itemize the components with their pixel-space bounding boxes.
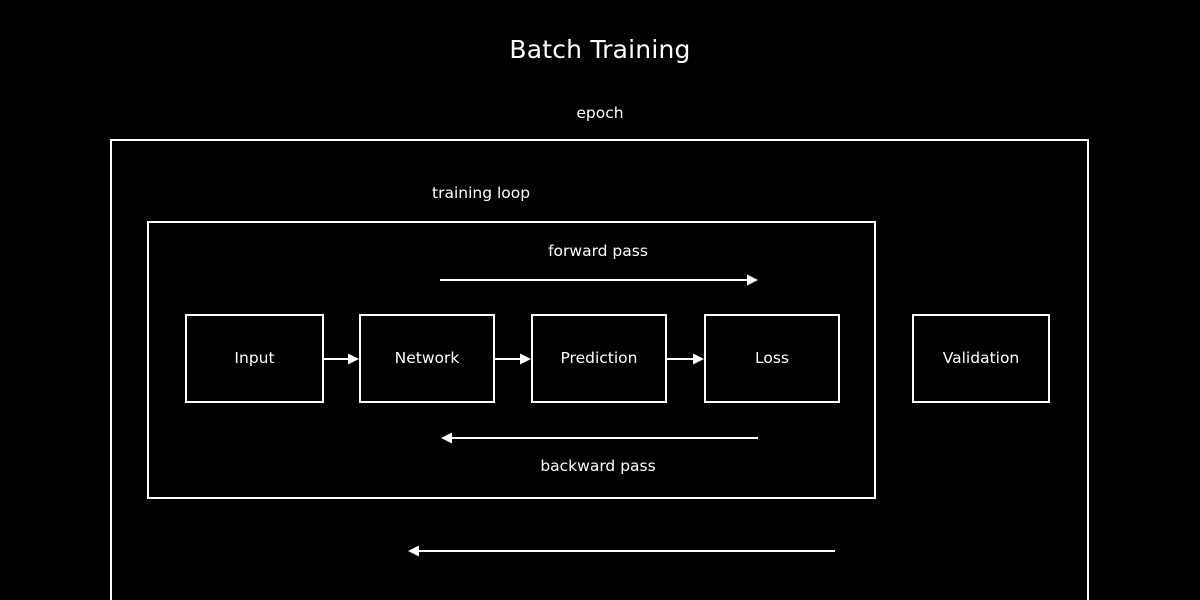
arrow-forward-pass	[440, 274, 758, 286]
node-input[interactable]: Input	[185, 314, 324, 403]
page-title: Batch Training	[509, 35, 691, 64]
arrow-epoch-return	[408, 545, 835, 557]
node-network[interactable]: Network	[359, 314, 495, 403]
connector-input-to-network	[324, 353, 359, 365]
node-loss[interactable]: Loss	[704, 314, 840, 403]
epoch-container-label: epoch	[576, 104, 624, 122]
node-validation-label: Validation	[942, 348, 1020, 367]
arrow-backward-pass	[441, 432, 758, 444]
node-prediction-label: Prediction	[560, 348, 638, 367]
node-loss-label: Loss	[755, 348, 789, 367]
connector-network-to-prediction	[495, 353, 531, 365]
node-network-label: Network	[394, 348, 460, 367]
forward-pass-label: forward pass	[548, 242, 648, 260]
epoch-container-frame	[110, 139, 1089, 600]
node-prediction[interactable]: Prediction	[531, 314, 667, 403]
node-input-label: Input	[234, 348, 275, 367]
connector-prediction-to-loss	[667, 353, 704, 365]
training-loop-container-label: training loop	[432, 184, 531, 202]
backward-pass-label: backward pass	[540, 457, 656, 475]
training-loop-container-frame	[147, 221, 876, 499]
node-validation[interactable]: Validation	[912, 314, 1050, 403]
